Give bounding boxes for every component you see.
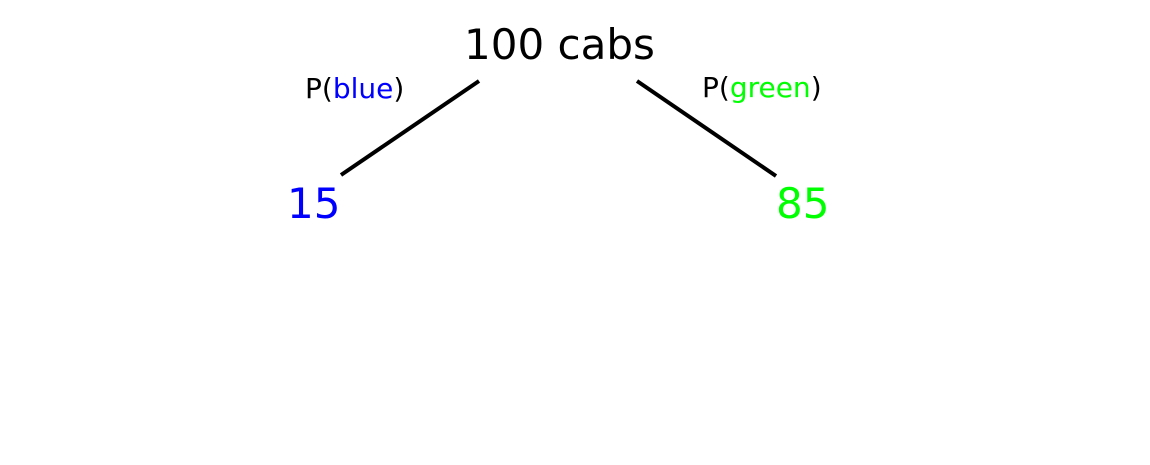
- edge-green-branch: [635, 79, 778, 178]
- branch-label-green: P(green): [702, 70, 822, 106]
- branch-label-blue: P(blue): [305, 71, 404, 107]
- leaf-node-green-value: 85: [776, 179, 830, 228]
- branch-label-prefix: P(: [702, 71, 730, 104]
- root-node-label: 100 cabs: [464, 20, 655, 69]
- leaf-node-blue-value: 15: [287, 179, 341, 228]
- edge-blue-branch: [339, 79, 481, 177]
- branch-label-prefix: P(: [305, 72, 333, 105]
- branch-label-word-green: green: [729, 71, 811, 104]
- branch-label-word-blue: blue: [332, 72, 394, 105]
- branch-label-suffix: ): [393, 72, 405, 105]
- branch-label-suffix: ): [810, 71, 822, 104]
